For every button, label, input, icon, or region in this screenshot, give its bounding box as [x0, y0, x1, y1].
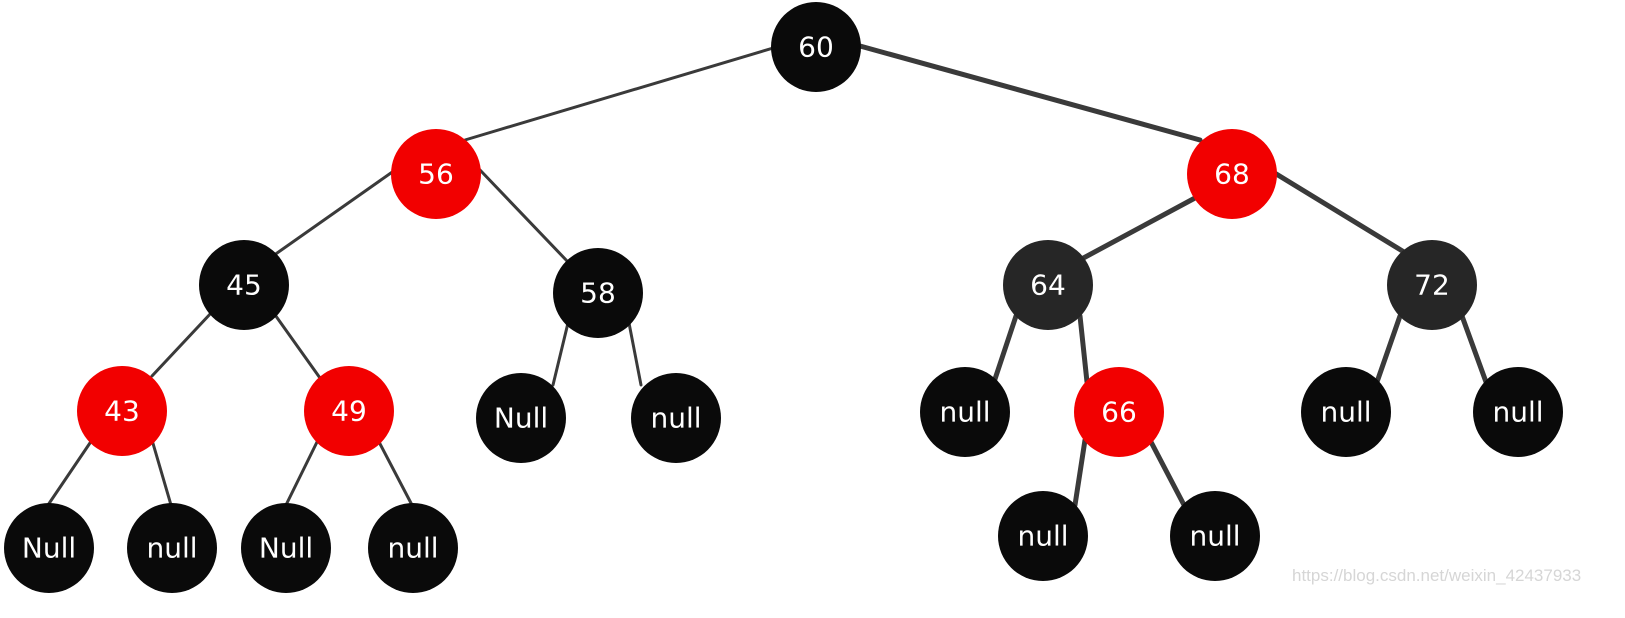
node-label: 43: [104, 395, 140, 428]
node-label: null: [1189, 520, 1240, 553]
node-label: 66: [1101, 396, 1137, 429]
edge-49-nullL: [284, 438, 320, 507]
edge-64-null: [991, 313, 1019, 385]
edge-56-45: [268, 166, 400, 260]
node-label: 60: [798, 31, 834, 64]
node-label: 72: [1414, 269, 1450, 302]
node-58: 58: [553, 248, 643, 338]
node-label: Null: [22, 532, 76, 565]
edge-49-nullR: [376, 438, 414, 507]
node-label: null: [387, 532, 438, 565]
node-label: Null: [494, 402, 548, 435]
edge-60-56: [463, 44, 782, 142]
edge-58-nullL: [551, 321, 570, 387]
edges: [46, 43, 1489, 508]
node-56: 56: [391, 129, 481, 219]
edge-58-nullR: [627, 321, 643, 387]
node-label: null: [1017, 520, 1068, 553]
node-circle: [391, 129, 481, 219]
node-circle: [920, 367, 1010, 457]
node-circle: [771, 2, 861, 92]
node-43-left-null: Null: [4, 503, 94, 593]
edge-72-nullL: [1374, 313, 1403, 385]
node-66-left-null: null: [998, 491, 1088, 581]
node-circle: [476, 373, 566, 463]
edge-56-58: [478, 168, 570, 264]
node-60: 60: [771, 2, 861, 92]
edge-66-nullL: [1072, 437, 1088, 508]
node-circle: [1301, 367, 1391, 457]
node-66-right-null: null: [1170, 491, 1260, 581]
node-label: Null: [259, 532, 313, 565]
node-circle: [1187, 129, 1277, 219]
node-72-left-null: null: [1301, 367, 1391, 457]
edge-43-nullL: [46, 438, 94, 507]
node-label: null: [1320, 396, 1371, 429]
node-circle: [1473, 367, 1563, 457]
node-label: null: [939, 396, 990, 429]
node-64: 64: [1003, 240, 1093, 330]
node-label: 68: [1214, 158, 1250, 191]
node-circle: [1003, 240, 1093, 330]
node-58-right-null: null: [631, 373, 721, 463]
node-circle: [1387, 240, 1477, 330]
node-circle: [368, 503, 458, 593]
node-circle: [4, 503, 94, 593]
node-64-left-null: null: [920, 367, 1010, 457]
nodes: 60 56 68 45 58 64 72 43: [4, 2, 1563, 593]
node-label: 49: [331, 395, 367, 428]
node-label: null: [146, 532, 197, 565]
node-label: null: [650, 402, 701, 435]
edge-43-nullR: [150, 438, 173, 507]
node-72-right-null: null: [1473, 367, 1563, 457]
node-66: 66: [1074, 367, 1164, 457]
node-58-left-null: Null: [476, 373, 566, 463]
node-label: null: [1492, 396, 1543, 429]
node-43: 43: [77, 366, 167, 456]
node-68: 68: [1187, 129, 1277, 219]
watermark-text: https://blog.csdn.net/weixin_42437933: [1292, 566, 1582, 585]
edge-72-nullR: [1459, 313, 1489, 385]
node-circle: [241, 503, 331, 593]
node-circle: [553, 248, 643, 338]
edge-68-64: [1073, 195, 1198, 265]
node-circle: [304, 366, 394, 456]
node-label: 64: [1030, 269, 1066, 302]
node-label: 45: [226, 269, 262, 302]
node-43-right-null: null: [127, 503, 217, 593]
edge-66-nullR: [1147, 437, 1187, 508]
node-circle: [631, 373, 721, 463]
node-circle: [1170, 491, 1260, 581]
node-49-right-null: null: [368, 503, 458, 593]
node-label: 58: [580, 277, 616, 310]
edge-64-66: [1077, 313, 1090, 385]
node-circle: [77, 366, 167, 456]
node-49-left-null: Null: [241, 503, 331, 593]
node-circle: [1074, 367, 1164, 457]
node-circle: [998, 491, 1088, 581]
node-circle: [199, 240, 289, 330]
node-label: 56: [418, 158, 454, 191]
node-72: 72: [1387, 240, 1477, 330]
edge-45-43: [150, 310, 214, 378]
edge-68-72: [1270, 169, 1407, 255]
node-circle: [127, 503, 217, 593]
edge-60-68: [857, 43, 1203, 143]
node-45: 45: [199, 240, 289, 330]
node-49: 49: [304, 366, 394, 456]
edge-45-49: [271, 310, 322, 380]
